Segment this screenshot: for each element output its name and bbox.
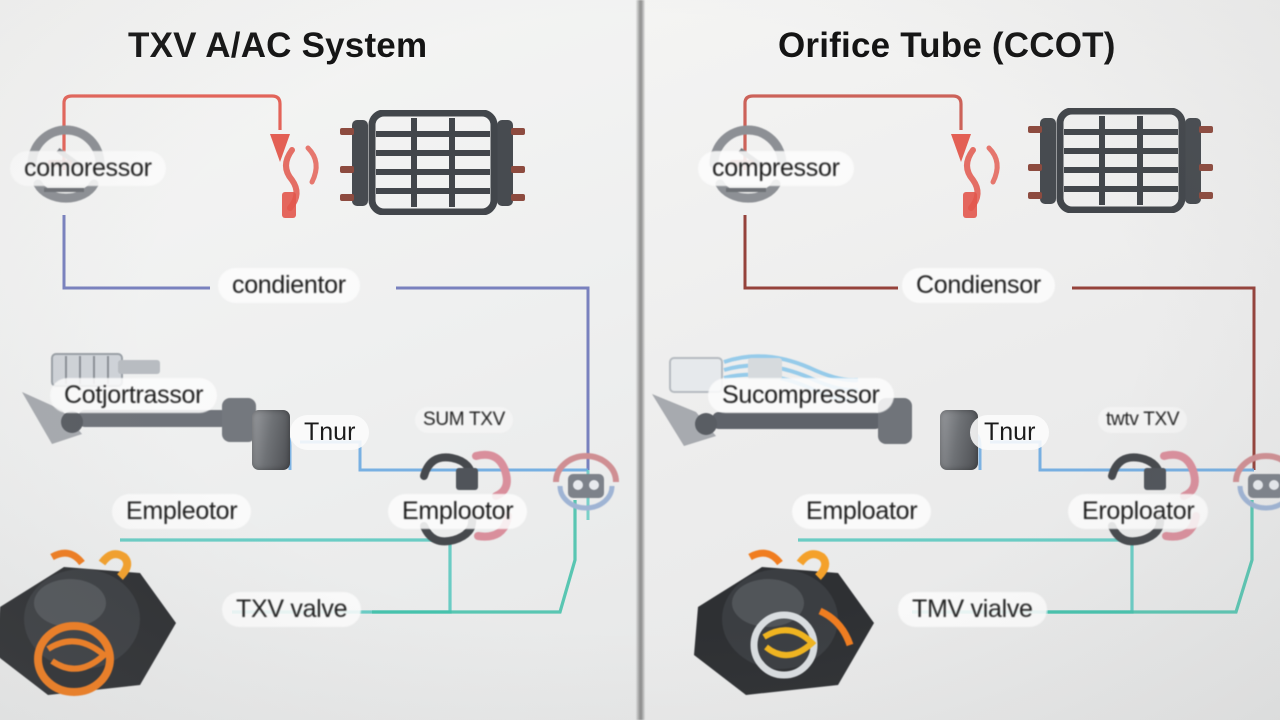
condenser-radiator-icon <box>1028 107 1213 214</box>
evaporator-blower-icon <box>0 545 220 720</box>
label-condenser-right: Condiensor <box>902 268 1055 303</box>
label-evaporator-1-left: Empleotor <box>112 494 252 529</box>
condenser-radiator-icon <box>340 109 525 216</box>
label-compressor-alt-left: Cotjortrassor <box>50 378 218 413</box>
panel-divider <box>636 0 645 720</box>
panel-title-left: TXV A/AC System <box>128 26 428 65</box>
label-evaporator-1-right: Emploator <box>792 494 932 529</box>
receiver-drier-icon <box>252 410 290 470</box>
label-txv-small-left: SUM TXV <box>415 407 514 433</box>
label-compressor-left: comoressor <box>10 151 166 186</box>
panel-txv-system: comoressor condientor Cotjortrassor Tnur… <box>0 0 640 720</box>
label-evaporator-2-left: Emplootor <box>388 494 528 529</box>
label-txv-valve-left: TXV valve <box>222 592 362 627</box>
label-compressor-right: compressor <box>698 151 854 186</box>
orifice-tube-icon <box>1100 440 1220 555</box>
label-evaporator-2-right: Eroploator <box>1068 494 1209 529</box>
label-compressor-alt-right: Sucompressor <box>708 378 894 413</box>
service-port-cluster-icon <box>1228 452 1280 519</box>
panel-title-right: Orifice Tube (CCOT) <box>778 26 1116 65</box>
label-drier-right: Tnur <box>970 415 1050 450</box>
panel-ccot-system: compressor Condiensor Sucompressor Tnur … <box>640 0 1280 720</box>
label-condenser-left: condientor <box>218 268 360 303</box>
label-drier-left: Tnur <box>290 415 370 450</box>
evaporator-blower-icon <box>688 545 918 720</box>
label-txv-valve-right: TMV vialve <box>898 592 1047 627</box>
label-txv-small-right: twtv TXV <box>1098 407 1188 433</box>
service-port-cluster-icon <box>548 452 624 519</box>
